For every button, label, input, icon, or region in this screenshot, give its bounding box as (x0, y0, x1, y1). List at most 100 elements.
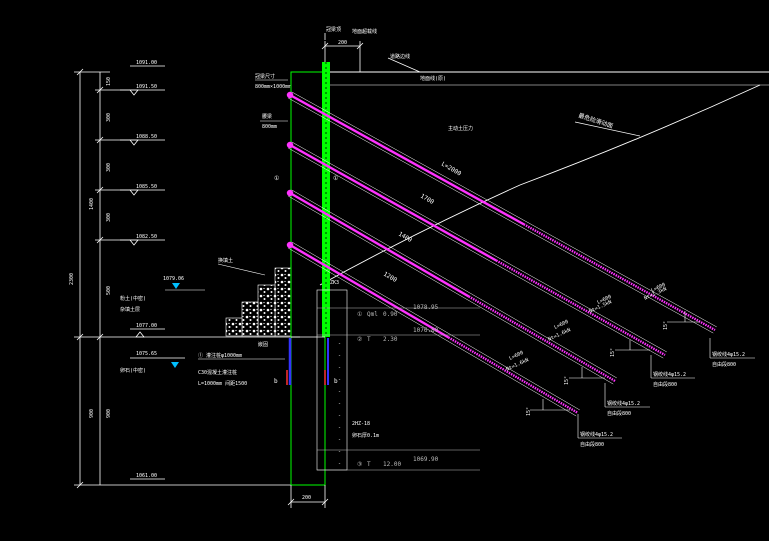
anchor-spec-2-b: 自由段800 (653, 381, 677, 388)
water-level: 1079.06 (163, 276, 184, 282)
anchor-casing-1-2 (291, 91, 717, 328)
slip-surface (319, 84, 761, 286)
elev-2: 1088.50 (136, 134, 157, 140)
anchor-free-1 (289, 93, 525, 226)
anchor-casing-2-2 (291, 141, 667, 353)
anchor-spec-1-a: 钢绞线4φ15.2 (712, 351, 745, 358)
road-note: 道路边线 (390, 53, 410, 60)
anchor-free-2 (289, 143, 497, 262)
boring-tick: - (338, 353, 341, 359)
boring-row-1-mark: Qml (367, 311, 378, 318)
boring-row-3-depth: 12.00 (383, 461, 401, 468)
vertical-dimensions (74, 68, 300, 489)
boring-ticks: ----------- (338, 341, 341, 467)
dim-150: 150 (106, 77, 112, 86)
boring-row-3-mark: T (367, 461, 371, 468)
anchor-spec-3-b: 自由段800 (607, 410, 631, 417)
top-dimension (321, 33, 364, 72)
strata-2: 杂填土层 (120, 306, 140, 313)
dim-outer-total: 2300 (69, 273, 75, 285)
boring-side-note-1: 2HZ-18 (352, 421, 370, 427)
pile-top-label: 冠梁顶 (326, 26, 341, 33)
anchor-casing-3-2 (291, 189, 617, 379)
anchor-free-3 (289, 191, 470, 298)
anchor-length-1: L=2000 (440, 161, 463, 178)
strata-3: 卵石(中密) (120, 367, 146, 374)
anchor-spec-4-a: 钢绞线4φ15.2 (580, 431, 613, 438)
crest-label: 主动土压力 (448, 125, 473, 132)
angle-3: 15° (564, 376, 570, 385)
angle-2: 15° (610, 348, 616, 357)
anchor-note-3-l: L=600 (553, 319, 569, 331)
anchor-free-4 (289, 243, 450, 339)
elev-4: 1082.50 (136, 234, 157, 240)
slip-leader (574, 121, 641, 137)
boring-row-2-code: ② (357, 336, 362, 343)
anchor-casing-4-2 (291, 241, 580, 411)
slip-label: 最危险滑动面 (577, 111, 614, 130)
boring-tick: - (338, 413, 341, 419)
mark-b-right: b (334, 378, 338, 385)
top-note: 地面超载线 (352, 28, 377, 35)
anchor-casing-2-1 (288, 147, 664, 359)
anchor-casing-3-1 (288, 195, 614, 385)
angle-markers (530, 311, 700, 411)
pile-wall (290, 62, 330, 486)
elevation-markers (120, 65, 185, 480)
pile-spec-1: ① 灌注桩φ1000mm (198, 352, 242, 359)
mark-a-left: ① (274, 175, 279, 182)
mark-a-right: ① (333, 175, 338, 182)
anchor-note-2-l: L=600 (596, 294, 612, 306)
boring-tick: - (338, 437, 341, 443)
beam-size: 800mm×1000mm (255, 84, 291, 90)
boring-tick: - (338, 341, 341, 347)
anchor-length-3: 1400 (397, 231, 413, 244)
dim-300-a: 300 (106, 113, 112, 122)
elev-3: 1085.50 (136, 184, 157, 190)
anchor-note-3-n: Nt=1.6kN (547, 327, 571, 343)
boring-side-note-2: 卵石厚0.1m (352, 432, 379, 439)
anchor-note-4-l: L=600 (508, 350, 524, 362)
anchor-bond-4 (447, 336, 579, 415)
anchor-bond-1 (523, 223, 716, 332)
pile-spec-2: C30混凝土灌注桩 (198, 369, 237, 376)
fill-leader (217, 263, 266, 276)
anchor-spec-3-a: 钢绞线4φ15.2 (607, 400, 640, 407)
anchor-group (286, 91, 717, 417)
pile-bottom-dimension (287, 485, 329, 508)
pile-spec-3: L=1000mm 间距1500 (198, 380, 247, 387)
boring-row-1-code: ① (357, 311, 362, 318)
boring-row-2-mark: T (367, 336, 371, 343)
anchor-length-4: 1200 (382, 271, 398, 284)
boring-row-1-elev: 1078.95 (413, 304, 439, 311)
anchor-note-1-l: L=600 (650, 282, 666, 294)
dim-500: 500 (106, 286, 112, 295)
boring-tick: - (338, 425, 341, 431)
dim-900-a: 900 (89, 409, 95, 418)
anchor-bond-2 (495, 259, 666, 357)
boring-row-1-depth: 0.90 (383, 311, 398, 318)
mark-b-left: b (274, 378, 278, 385)
anchor-spec-4-b: 自由段800 (580, 441, 604, 448)
pile-width-top: 200 (338, 40, 347, 46)
dim-300-c: 300 (106, 213, 112, 222)
ground-note: 地面线(原) (420, 75, 446, 82)
elev-1: 1091.50 (136, 84, 157, 90)
tie-label: 腰梁 (262, 113, 272, 120)
boring-tick: - (338, 365, 341, 371)
anchor-casing-1-1 (288, 97, 714, 334)
elev-7: 1061.00 (136, 473, 157, 479)
pile-width-bottom: 200 (302, 495, 311, 501)
anchor-spec-leaders (577, 338, 755, 439)
anchor-bond-3 (468, 295, 616, 383)
dim-outer-upper: 1400 (89, 198, 95, 210)
elev-6: 1075.65 (136, 351, 157, 357)
wall-note: 嵌固 (258, 341, 268, 348)
anchor-spec-1-b: 自由段800 (712, 361, 736, 368)
elev-0: 1091.00 (136, 60, 157, 66)
boring-tick: - (338, 461, 341, 467)
dim-300-b: 300 (106, 163, 112, 172)
anchor-length-2: 1700 (419, 193, 435, 206)
boring-tick: - (338, 377, 341, 383)
